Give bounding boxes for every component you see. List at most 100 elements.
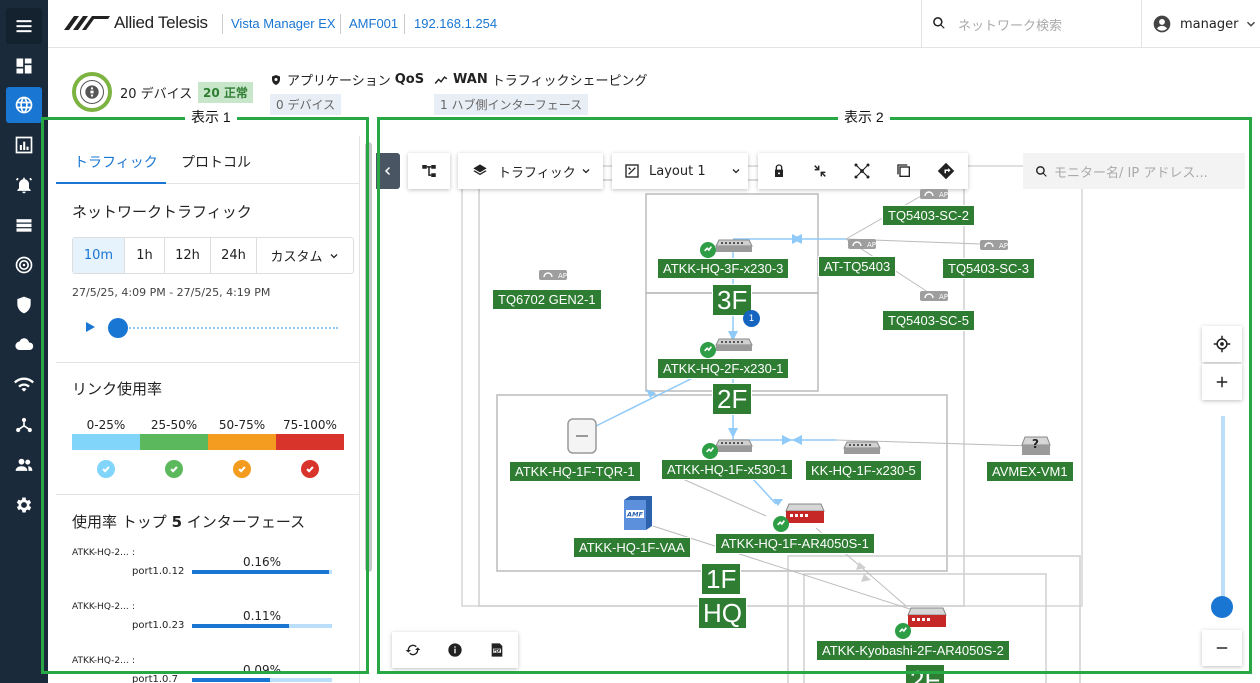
topology-icon[interactable] [6,407,42,443]
link-count-badge[interactable]: 1 [743,310,760,327]
info-icon[interactable] [447,642,463,658]
wifi-icon[interactable] [6,367,42,403]
top5-usage-bar [192,678,332,682]
device-health-ring[interactable] [72,72,112,112]
list-icon[interactable] [6,207,42,243]
device-router-kyobashi[interactable] [907,607,947,633]
node-atkk-hq-1f-vaa[interactable]: ATKK-HQ-1F-VAA [573,537,691,558]
legend-toggle-check-icon[interactable] [165,460,183,478]
legend-toggle-check-icon[interactable] [233,460,251,478]
device-router-ar4050s-1[interactable] [785,503,825,529]
legend-toggle-check-icon[interactable] [97,460,115,478]
node-atkk-kyobashi-2f-ar4050s-2[interactable]: ATKK-Kyobashi-2F-AR4050S-2 [816,640,1010,661]
device-ap-sc5[interactable]: AP [919,288,949,307]
nav-rail [0,0,48,683]
globe-icon[interactable] [6,87,42,123]
device-ap-sc2[interactable]: AP [919,186,949,205]
time-custom-dropdown[interactable]: カスタム [257,238,353,273]
node-atkk-hq-1f-ar4050s-1[interactable]: ATKK-HQ-1F-AR4050S-1 [715,533,875,554]
hierarchy-button[interactable] [408,153,450,189]
node-atkk-hq-1f-tqr-1[interactable]: ATKK-HQ-1F-TQR-1 [509,461,641,482]
users-icon[interactable] [6,447,42,483]
locate-button[interactable] [1202,326,1242,362]
legend-toggle-check-icon[interactable] [301,460,319,478]
time-slider-handle[interactable] [108,318,128,338]
node-tq6702-gen2-1[interactable]: TQ6702 GEN2-1 [492,289,602,310]
top5-separator: : [132,602,136,612]
dashboard-icon[interactable] [6,48,42,84]
node-atkk-hq-3f-x230-3[interactable]: ATKK-HQ-3F-x230-3 [657,258,790,279]
play-icon[interactable] [86,322,95,332]
pdf-export-icon[interactable] [489,642,505,658]
node-atkk-hq-1f-x530-1[interactable]: ATKK-HQ-1F-x530-1 [661,459,794,480]
map-search-input[interactable]: モニター名/ IP アドレス... [1023,153,1245,189]
view-1-label: 表示 1 [185,107,237,127]
wan-title-bold: WAN [453,72,488,87]
qos-shield-icon [272,74,280,85]
device-switch-2f[interactable] [715,337,753,356]
top5-title-c: インターフェース [186,513,306,531]
node-avmex-vm1[interactable]: AVMEX-VM1 [986,461,1074,482]
wan-chip[interactable]: 1 ハブ側インターフェース [434,94,589,115]
time-slider-track[interactable] [118,327,338,329]
node-tq5403-sc-5[interactable]: TQ5403-SC-5 [882,310,975,331]
qos-chip[interactable]: 0 デバイス [270,94,342,115]
device-ap-sc3[interactable]: AP [979,237,1009,256]
node-at-tq5403[interactable]: AT-TQ5403 [818,256,897,277]
node-tq5403-sc-2[interactable]: TQ5403-SC-2 [882,205,975,226]
breadcrumb-ip[interactable]: 192.168.1.254 [414,16,498,31]
device-tqr-router[interactable] [566,417,598,459]
network-icon[interactable] [853,162,871,180]
collapse-panel-button[interactable] [376,153,400,189]
layers-icon [473,164,487,176]
wan-title-text: トラフィックシェーピング [491,74,648,89]
node-atkk-hq-2f-x230-1[interactable]: ATKK-HQ-2F-x230-1 [657,358,790,379]
node-kk-hq-1f-x230-5[interactable]: KK-HQ-1F-x230-5 [805,460,922,481]
shield-icon[interactable] [6,287,42,323]
layout-dropdown[interactable]: Layout 1 [612,153,748,189]
time-12h-button[interactable]: 12h [165,238,211,273]
ap-label: AP [558,272,567,280]
lock-icon[interactable] [771,163,787,179]
zoom-out-button[interactable] [1202,630,1242,666]
node-tq5403-sc-3[interactable]: TQ5403-SC-3 [942,258,1035,279]
layer-dropdown[interactable]: トラフィック [458,153,603,189]
device-ap-tq6702[interactable]: AP [538,267,568,286]
device-switch-x230-5[interactable] [843,440,881,459]
device-amf-vaa[interactable]: AMF [619,494,657,536]
breadcrumb-amf[interactable]: AMF001 [349,16,399,31]
alarm-icon[interactable] [6,167,42,203]
radar-icon[interactable] [6,247,42,283]
user-menu[interactable]: manager [1152,13,1260,35]
brand-logo[interactable]: Allied Telesis [64,12,208,34]
directions-icon[interactable] [937,162,955,180]
topology-map[interactable]: トラフィック Layout 1 モニター名/ IP アドレス... AP TQ5… [376,136,1260,683]
menu-icon[interactable] [6,8,42,44]
chart-icon[interactable] [6,127,42,163]
breadcrumb-app[interactable]: Vista Manager EX [231,16,336,31]
cloud-icon[interactable] [6,327,42,363]
tab-traffic[interactable]: トラフィック [74,155,158,171]
gear-icon[interactable] [6,487,42,523]
device-switch-3f[interactable] [715,238,753,257]
zoom-slider-handle[interactable] [1211,596,1233,618]
collapse-icon[interactable] [812,163,828,179]
status-ok-icon [700,342,716,358]
device-switch-x530[interactable] [715,438,753,457]
status-ok-icon [702,443,718,459]
zoom-in-button[interactable] [1202,364,1242,400]
device-ap-at-tq5403[interactable]: AP [847,236,877,255]
time-24h-button[interactable]: 24h [211,238,257,273]
legend-label: 50-75% [218,418,266,432]
top5-device-name: ATKK-HQ-2... [72,602,129,612]
zoom-slider-track[interactable] [1221,416,1225,606]
time-1h-button[interactable]: 1h [125,238,165,273]
snapshot-icon[interactable] [896,163,912,179]
refresh-icon[interactable] [405,642,421,658]
network-search[interactable]: ネットワーク検索 [921,0,1142,47]
time-10m-button[interactable]: 10m [73,238,125,273]
tab-protocol[interactable]: プロトコル [181,155,251,171]
device-unknown-avmex[interactable]: ? [1020,436,1052,460]
